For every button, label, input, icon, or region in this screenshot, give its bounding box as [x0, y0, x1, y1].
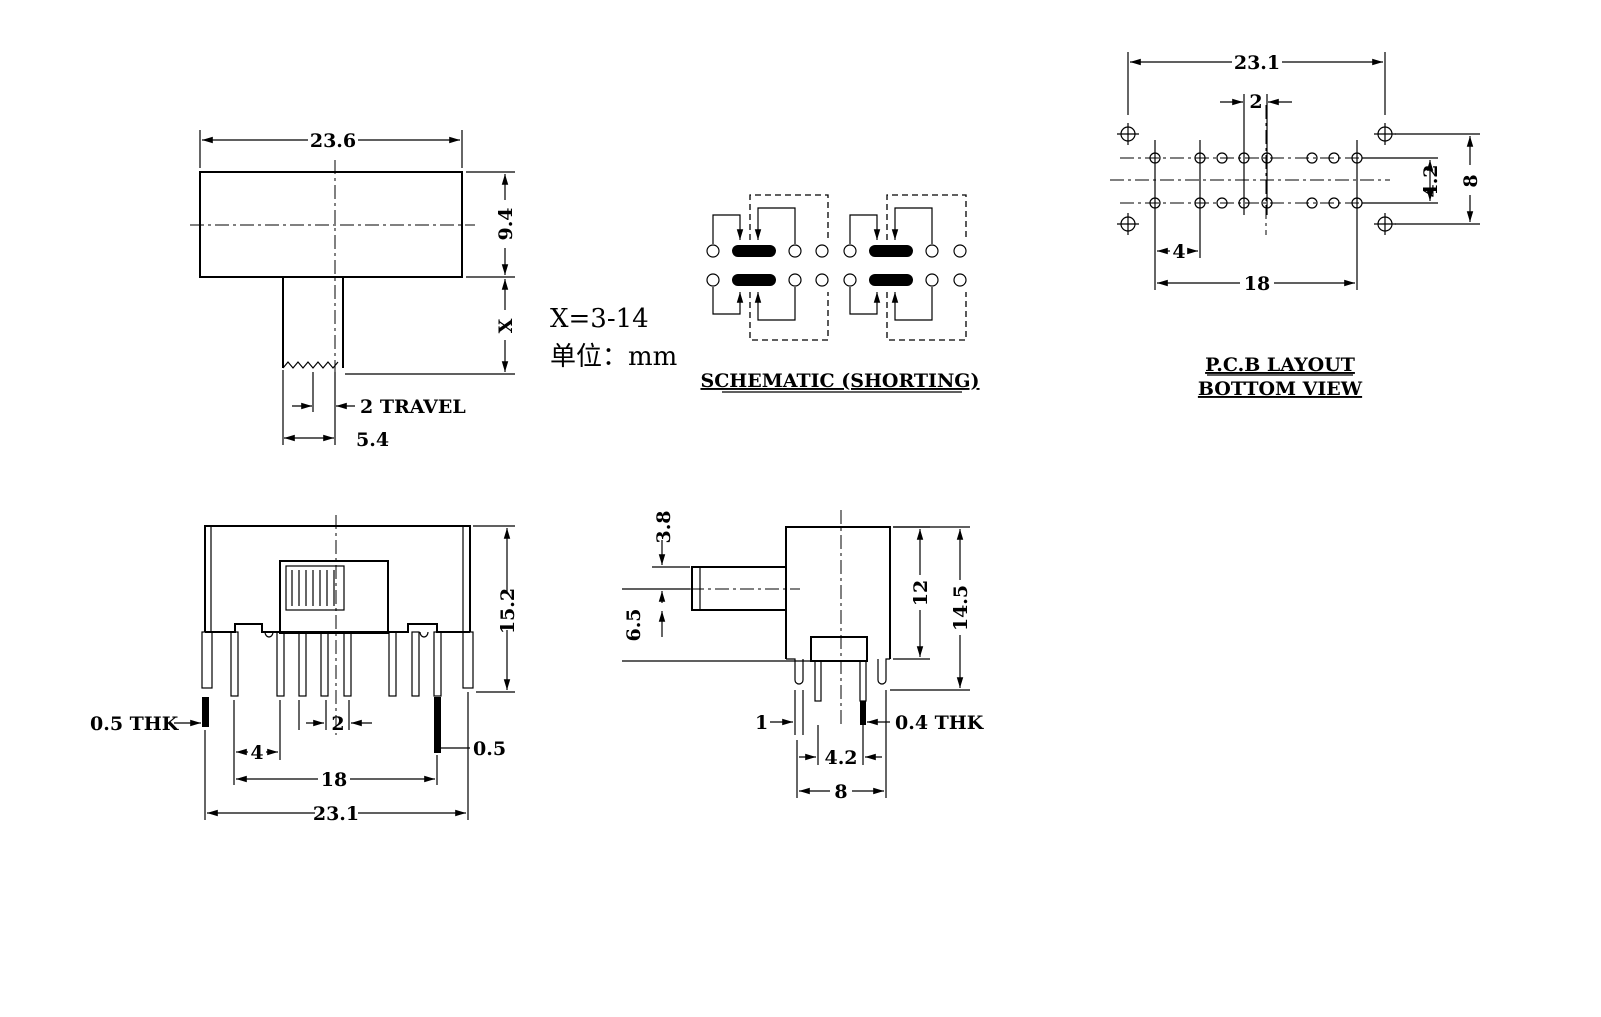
mounting-hole — [1117, 123, 1139, 145]
side-pin-thk-mark — [860, 701, 866, 725]
knob-outline — [282, 277, 344, 368]
schematic-right-group — [843, 194, 967, 341]
mounting-hole — [1117, 213, 1139, 235]
side-dim-total: 14.5 — [950, 585, 972, 631]
side-view: 3.8 6.5 12 14.5 1 0.4 THK 4.2 — [622, 510, 985, 803]
actuator-knob — [285, 565, 345, 611]
side-pin — [859, 660, 867, 702]
terminal-pins — [201, 631, 474, 697]
side-dim-pins: 4.2 — [824, 747, 857, 769]
mounting-hole — [1374, 213, 1396, 235]
dim-body-width: 23.6 — [310, 130, 356, 152]
pcb-title-line1: P.C.B LAYOUT — [1205, 354, 1355, 376]
dim-travel: 2 TRAVEL — [360, 396, 466, 418]
side-dim-knob-height: 6.5 — [623, 608, 645, 641]
dim-knob-width: 5.4 — [356, 429, 389, 451]
front-dim-height: 15.2 — [497, 588, 519, 634]
pin-thickness-mark — [434, 697, 441, 753]
front-dim-pin: 0.5 — [473, 738, 506, 760]
schematic-title: SCHEMATIC (SHORTING) — [700, 370, 979, 392]
pin-thickness-mark — [202, 697, 209, 727]
front-dim-span: 18 — [321, 769, 347, 791]
front-dim-thk: 0.5 THK — [90, 713, 180, 735]
side-pin — [814, 660, 822, 702]
dim-body-height: 9.4 — [495, 207, 517, 240]
shorting-contact — [869, 274, 913, 286]
shorting-contact — [732, 274, 776, 286]
side-contact-housing — [810, 636, 868, 662]
x-range-note: X=3-14 — [550, 304, 649, 334]
pcb-dim-row-spacing: 4.2 — [1420, 164, 1442, 197]
shorting-contact — [869, 245, 913, 257]
pcb-layout: 23.1 2 4.2 8 4 18 P.C.B LAYOUT BOTTOM VI… — [1110, 52, 1482, 400]
unit-note: 单位：mm — [550, 342, 677, 372]
front-dim-width: 23.1 — [313, 803, 359, 825]
pcb-dim-pitch-4: 4 — [1172, 241, 1185, 263]
side-dim-lug: 1 — [755, 712, 768, 734]
knob-grip-lines — [291, 570, 335, 606]
schematic-left-group — [706, 194, 829, 341]
pcb-title-line2: BOTTOM VIEW — [1198, 378, 1363, 400]
pcb-dim-pitch: 2 — [1249, 91, 1262, 113]
pcb-dim-width: 23.1 — [1234, 52, 1280, 74]
side-dim-thk: 0.4 THK — [895, 712, 985, 734]
front-dim-pitch-2: 2 — [331, 713, 344, 735]
front-body-outline — [204, 525, 471, 632]
front-view: 15.2 0.5 THK 2 4 18 23.1 0.5 — [90, 515, 519, 825]
schematic: SCHEMATIC (SHORTING) — [700, 194, 980, 393]
pcb-dim-span: 18 — [1244, 273, 1270, 295]
top-view: 23.6 9.4 X 2 TRAVEL 5.4 — [190, 130, 517, 451]
pcb-dim-mount-spacing: 8 — [1460, 174, 1482, 187]
front-dim-pitch-4: 4 — [250, 742, 263, 764]
side-body-outline — [785, 526, 891, 659]
shorting-contact — [732, 245, 776, 257]
side-dim-knob: 3.8 — [653, 510, 675, 543]
break-line — [282, 361, 339, 369]
side-dim-width: 8 — [834, 781, 847, 803]
dim-knob-x: X — [495, 318, 517, 333]
mounting-hole — [1374, 123, 1396, 145]
side-dim-body: 12 — [910, 580, 932, 606]
